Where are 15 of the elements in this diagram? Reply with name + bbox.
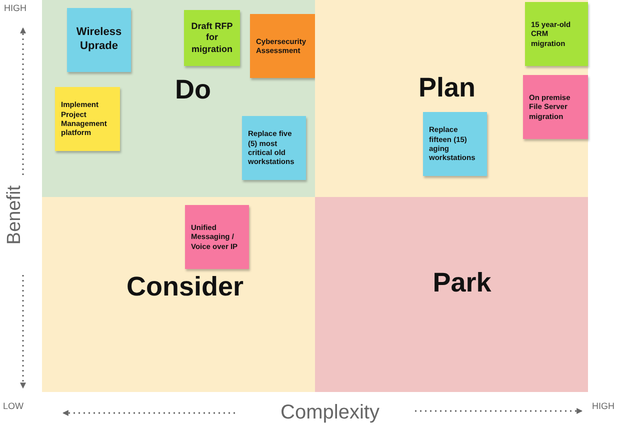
axis-title: Complexity [280, 402, 380, 424]
axis-end-label: HIGH [592, 401, 614, 411]
quadrant-title: Park [432, 268, 492, 298]
sticky-note: Draft RFP for migration [184, 10, 240, 66]
quadrant-panel [42, 197, 315, 392]
quadrant-title: Do [175, 74, 211, 106]
sticky-note: Wireless Uprade [67, 8, 131, 72]
quadrant-panel [42, 0, 315, 197]
axis-title: Benefit [4, 185, 26, 245]
quadrant-title: Plan [418, 72, 476, 104]
quadrant-panel [315, 197, 588, 392]
axis-end-label: HIGH [4, 3, 26, 13]
axis-end-label: LOW [3, 401, 24, 411]
quadrant-panel [315, 0, 588, 197]
quadrant-title: Consider [126, 272, 244, 302]
